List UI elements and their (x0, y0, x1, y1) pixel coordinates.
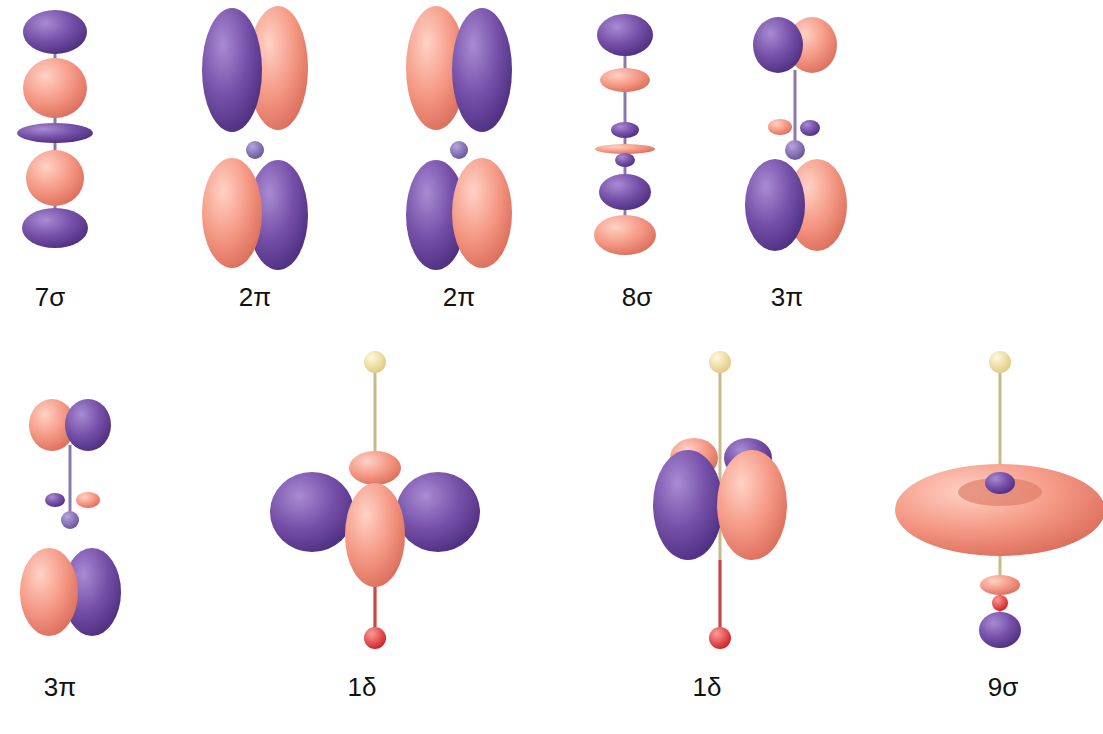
orbital-8sigma (594, 14, 656, 255)
orbital-3pi (20, 399, 121, 636)
orbital-2pi (202, 6, 308, 270)
orbital-7sigma (17, 10, 93, 248)
orbital-label: 7σ (35, 283, 66, 312)
orbital-label: 3π (771, 283, 803, 312)
orbital-label: 8σ (622, 283, 653, 312)
orbital-label: 3π (44, 673, 76, 702)
orbital-3pi (745, 17, 847, 251)
orbital-9sigma (895, 351, 1103, 648)
orbital-label: 2π (443, 283, 475, 312)
orbital-2pi (406, 6, 512, 270)
orbital-label: 9σ (988, 673, 1019, 702)
orbital-1delta (653, 351, 787, 649)
orbital-label: 2π (239, 283, 271, 312)
orbital-label: 1δ (693, 673, 722, 702)
orbital-1delta (270, 351, 480, 649)
orbital-label: 1δ (348, 673, 377, 702)
